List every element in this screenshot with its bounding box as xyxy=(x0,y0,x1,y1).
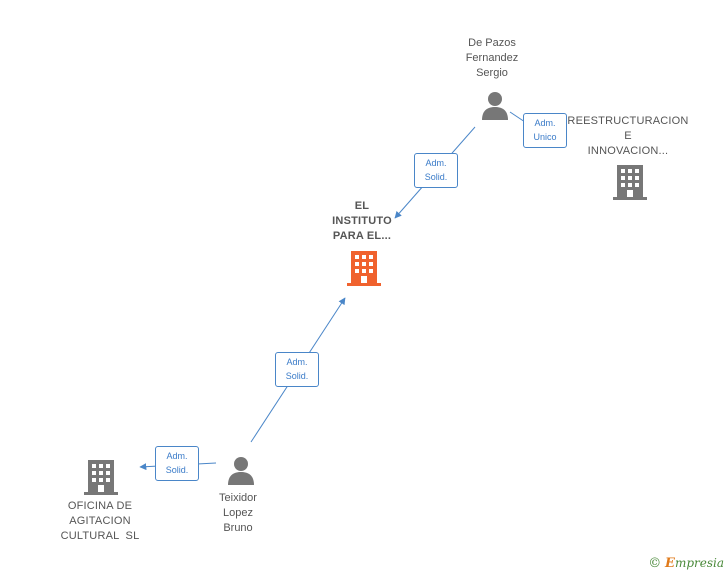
person-bottom-name-line2: Lopez xyxy=(223,507,253,519)
relation-badge-bottom-left[interactable]: Adm. Solid. xyxy=(155,446,199,481)
company-left-name-line1: OFICINA DE xyxy=(67,500,133,512)
edge-top-to-right xyxy=(509,111,526,123)
brand-name: mpresia xyxy=(674,556,724,570)
person-top-name-line3: Sergio xyxy=(476,67,508,79)
relation-role: Adm. xyxy=(286,357,308,367)
relation-type: Solid. xyxy=(285,371,309,381)
relation-role: Adm. xyxy=(166,451,188,461)
relation-badge-bottom-center[interactable]: Adm. Solid. xyxy=(275,352,319,387)
person-top-name-line2: Fernandez xyxy=(465,52,519,64)
relation-badge-top-center[interactable]: Adm. Solid. xyxy=(414,153,458,188)
company-right-label[interactable]: REESTRUCTURACION E INNOVACION... xyxy=(564,114,692,159)
relation-type: Solid. xyxy=(165,465,189,475)
person-top-label[interactable]: De Pazos Fernandez Sergio xyxy=(452,36,532,81)
company-center-name-line3: PARA EL... xyxy=(332,230,392,242)
person-icon[interactable] xyxy=(480,90,510,120)
company-center-name-line1: EL xyxy=(354,200,370,212)
company-center-label[interactable]: EL INSTITUTO PARA EL... xyxy=(318,199,406,244)
company-right-name-line2: E xyxy=(624,130,632,142)
person-icon[interactable] xyxy=(226,455,256,485)
relation-badge-top-right[interactable]: Adm. Unico xyxy=(523,113,567,148)
building-icon[interactable] xyxy=(84,459,118,495)
company-right-name-line1: REESTRUCTURACION xyxy=(567,115,689,127)
relation-type: Solid. xyxy=(424,172,448,182)
company-right-name-line3: INNOVACION... xyxy=(587,145,669,157)
relation-type: Unico xyxy=(533,132,557,142)
building-focus-icon[interactable] xyxy=(347,250,381,286)
person-bottom-name-line3: Bruno xyxy=(223,522,253,534)
company-left-label[interactable]: OFICINA DE AGITACION CULTURAL SL xyxy=(45,499,155,544)
building-icon[interactable] xyxy=(613,164,647,200)
person-bottom-label[interactable]: Teixidor Lopez Bruno xyxy=(198,491,278,536)
person-bottom-name-line1: Teixidor xyxy=(219,492,257,504)
person-top-name-line1: De Pazos xyxy=(468,37,516,49)
relation-role: Adm. xyxy=(534,118,556,128)
relation-role: Adm. xyxy=(425,158,447,168)
copyright-symbol: © xyxy=(648,556,662,571)
brand-watermark: © Empresia xyxy=(648,556,724,571)
company-center-name-line2: INSTITUTO xyxy=(332,215,392,227)
company-left-name-line3: CULTURAL SL xyxy=(60,530,140,542)
brand-initial: E xyxy=(665,556,675,571)
company-left-name-line2: AGITACION xyxy=(69,515,131,527)
